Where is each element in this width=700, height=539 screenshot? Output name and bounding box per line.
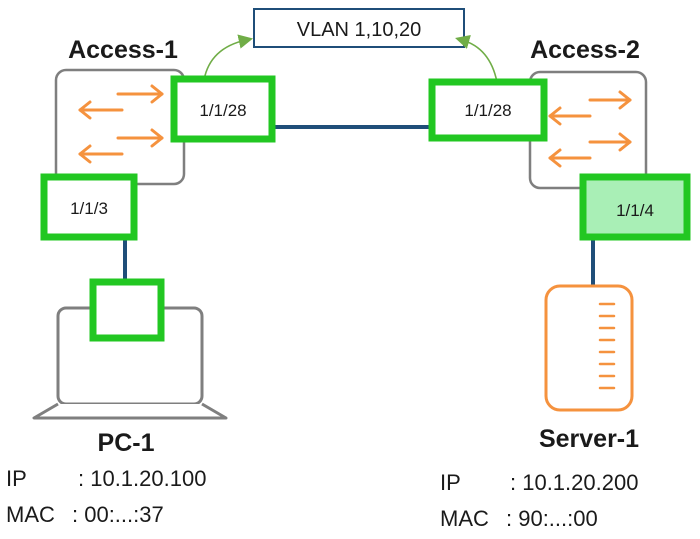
pc1-mac-value: : 00:...:37 xyxy=(72,502,164,527)
port-access1-pc-label: 1/1/3 xyxy=(70,199,108,218)
vlan-arrow-right xyxy=(455,35,498,83)
port-access1-uplink-label: 1/1/28 xyxy=(199,101,246,120)
port-access2-uplink-box xyxy=(428,78,548,142)
pc1-ip-value: : 10.1.20.100 xyxy=(78,466,206,491)
pc1-ip-key: IP xyxy=(6,466,27,491)
port-access1-uplink-box xyxy=(170,75,276,143)
port-access2-server-box xyxy=(579,173,691,241)
vlan-label: VLAN 1,10,20 xyxy=(297,19,422,41)
port-access2-uplink-label: 1/1/28 xyxy=(464,101,511,120)
server1-mac-key: MAC xyxy=(440,506,489,531)
server1-ip-key: IP xyxy=(440,470,461,495)
port-access1-pc-box xyxy=(40,173,138,241)
access2-name: Access-2 xyxy=(530,36,640,64)
server1-name: Server-1 xyxy=(539,425,639,453)
access1-switch-icon xyxy=(54,68,186,186)
access1-name: Access-1 xyxy=(68,36,178,64)
pc1-mac-key: MAC xyxy=(6,502,55,527)
port-access2-server-label: 1/1/4 xyxy=(616,201,654,220)
vlan-arrow-left xyxy=(203,34,254,81)
vlan-box xyxy=(253,8,465,48)
pc1-name: PC-1 xyxy=(98,429,155,457)
access2-switch-icon xyxy=(528,70,648,190)
server1-server-icon xyxy=(544,284,634,412)
server1-mac-value: : 90:...:00 xyxy=(506,506,598,531)
pc1-laptop-icon xyxy=(32,278,228,420)
server1-ip-value: : 10.1.20.200 xyxy=(510,470,638,495)
